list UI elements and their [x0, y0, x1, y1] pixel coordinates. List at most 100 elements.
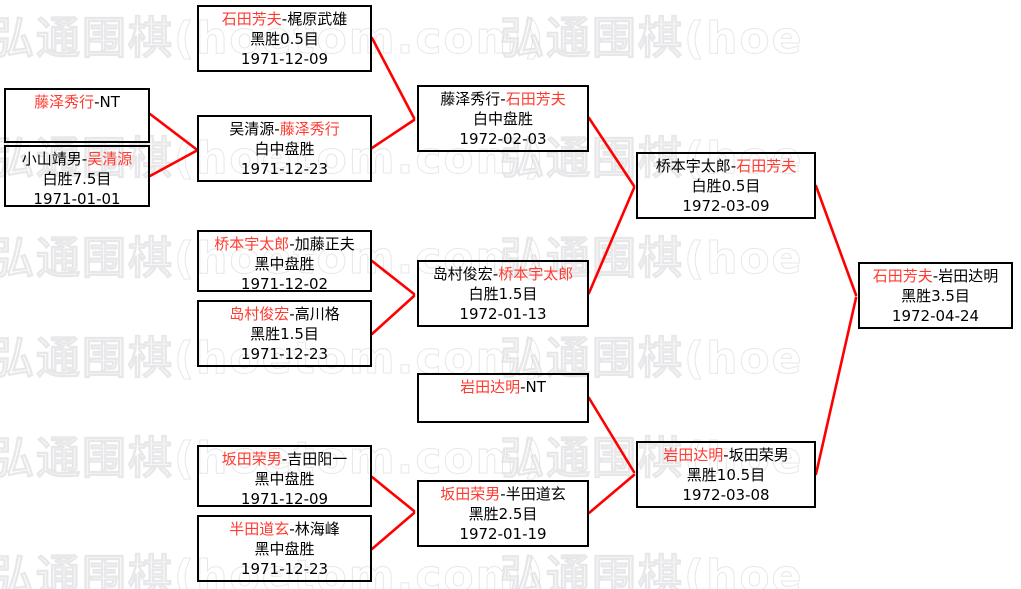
player-separator: -: [492, 265, 499, 283]
match-players: 石田芳夫-岩田达明: [860, 267, 1011, 287]
match-players: 岩田达明-NT: [419, 378, 587, 398]
player-loser: 吉田阳一: [287, 450, 348, 468]
player-loser: NT: [525, 378, 546, 396]
player-separator: -: [500, 90, 506, 108]
match-players: 藤泽秀行-石田芳夫: [419, 90, 587, 110]
match-date: 1971-12-23: [240, 344, 329, 363]
link-go-fujisawa-to-round3: [370, 118, 416, 150]
match-players: 岩田达明-坂田荣男: [638, 446, 814, 466]
link-round3mid-to-semifinal: [587, 186, 636, 295]
player-separator: -: [289, 235, 295, 253]
player-separator: -: [274, 120, 280, 138]
match-players: 坂田荣男-半田道玄: [419, 485, 587, 505]
match-date: 1972-01-19: [459, 524, 547, 543]
player-winner: 石田芳夫: [221, 10, 282, 28]
player-separator: -: [520, 378, 526, 396]
match-players: 岛村俊宏-高川格: [199, 305, 370, 325]
match-box[interactable]: 藤泽秀行-NT: [4, 88, 150, 143]
player-winner: 桥本宇太郎: [214, 235, 290, 253]
player-separator: -: [289, 305, 295, 323]
match-players: 桥本宇太郎-石田芳夫: [638, 157, 814, 177]
link-sakata-yoshida-to-round3: [370, 475, 416, 513]
link-round3top-to-semifinal: [587, 116, 636, 188]
match-result: 黑胜10.5目: [686, 465, 766, 484]
player-loser: 坂田荣男: [728, 446, 789, 464]
match-players: 藤泽秀行-NT: [6, 93, 148, 113]
match-date: 1971-01-01: [33, 189, 121, 208]
match-date: 1971-12-09: [240, 489, 329, 508]
player-separator: -: [94, 93, 100, 111]
match-date: 1971-12-02: [240, 274, 329, 293]
link-hashimoto-kato-to-round3: [370, 259, 416, 296]
match-result: 白胜0.5目: [691, 176, 761, 195]
match-players: 桥本宇太郎-加藤正夫: [199, 235, 370, 255]
player-separator: -: [281, 450, 288, 468]
link-ishida-kajiwara-to-round3: [370, 36, 416, 120]
match-box[interactable]: 岩田达明-NT: [417, 373, 589, 423]
match-date: 1972-03-08: [682, 485, 770, 504]
match-result: 黑胜1.5目: [250, 324, 319, 343]
player-winner: 半田道玄: [229, 520, 290, 538]
player-winner: 岩田达明: [460, 378, 521, 396]
match-result: 白中盘胜: [254, 139, 315, 158]
player-separator: -: [289, 520, 295, 538]
player-winner: 岛村俊宏: [229, 305, 290, 323]
player-separator: -: [281, 10, 288, 28]
match-players: 岛村俊宏-桥本宇太郎: [419, 265, 587, 285]
player-winner: 石田芳夫: [736, 157, 797, 175]
player-winner: 吴清源: [87, 150, 133, 168]
match-date: 1972-02-03: [459, 129, 547, 148]
link-fujisawa-to-round2: [148, 112, 198, 151]
link-iwata-bye-to-semifinal: [587, 396, 636, 474]
match-result: 白胜7.5目: [42, 169, 112, 188]
watermark-text: 弘通围棋(hoe: [500, 551, 804, 589]
player-winner: 坂田荣男: [440, 485, 501, 503]
player-loser: 半田道玄: [505, 485, 566, 503]
player-loser: 桥本宇太郎: [655, 157, 731, 175]
link-handa-rin-to-round3: [370, 511, 416, 551]
match-players: 小山靖男-吴清源: [6, 150, 148, 170]
player-separator: -: [500, 485, 506, 503]
match-result: 黑胜3.5目: [901, 286, 970, 305]
player-winner: 石田芳夫: [872, 267, 933, 285]
match-date: 1972-01-13: [459, 304, 547, 323]
player-loser: NT: [99, 93, 120, 111]
match-date: 1971-12-09: [240, 49, 329, 68]
player-loser: 吴清源: [229, 120, 275, 138]
player-separator: -: [932, 267, 939, 285]
match-date: 1972-04-24: [891, 306, 980, 325]
player-loser: 高川格: [294, 305, 340, 323]
player-loser: 加藤正夫: [294, 235, 355, 253]
player-winner: 岩田达明: [663, 446, 724, 464]
player-separator: -: [723, 446, 729, 464]
match-players: 吴清源-藤泽秀行: [199, 120, 370, 140]
player-separator: -: [730, 157, 737, 175]
player-winner: 桥本宇太郎: [498, 265, 574, 283]
match-players: 半田道玄-林海峰: [199, 520, 370, 540]
match-players: 石田芳夫-梶原武雄: [199, 10, 370, 30]
player-loser: 小山靖男: [21, 150, 82, 168]
player-winner: 坂田荣男: [221, 450, 282, 468]
link-semifinal-bot-to-final: [814, 296, 858, 476]
watermark-text: 弘通围棋(hoe: [500, 13, 804, 65]
player-winner: 石田芳夫: [505, 90, 566, 108]
match-date: 1971-12-23: [240, 159, 329, 178]
match-result: 黑中盘胜: [254, 469, 315, 488]
match-result: 白胜1.5目: [468, 284, 538, 303]
player-loser: 藤泽秀行: [440, 90, 501, 108]
link-koyama-to-round2: [148, 149, 198, 178]
